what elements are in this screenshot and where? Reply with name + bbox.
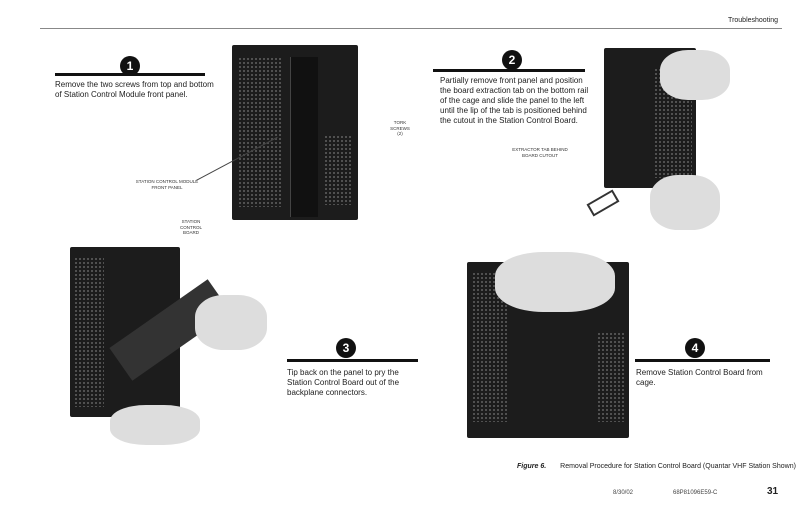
step-2-number: 2 bbox=[502, 50, 522, 70]
step-3-text: Tip back on the panel to pry the Station… bbox=[287, 368, 400, 397]
step-1-text: Remove the two screws from top and botto… bbox=[55, 80, 214, 99]
hand-image bbox=[195, 295, 267, 350]
arrow-icon bbox=[586, 189, 620, 217]
step-1-rule bbox=[55, 73, 205, 76]
step-4-number: 4 bbox=[685, 338, 705, 358]
step-3-number: 3 bbox=[336, 338, 356, 358]
step-2-text: Partially remove front panel and positio… bbox=[440, 76, 589, 125]
header-rule bbox=[40, 28, 782, 29]
station-board-callout: STATION CONTROL BOARD bbox=[179, 219, 202, 235]
hand-image bbox=[110, 405, 200, 445]
tork-screws-callout: TORK SCREWS (2) bbox=[390, 120, 410, 136]
footer-doc-number: 68P81096E59-C bbox=[673, 490, 718, 496]
hand-image bbox=[660, 50, 730, 100]
figure-caption-text: Removal Procedure for Station Control Bo… bbox=[560, 463, 796, 470]
station-module-photo bbox=[232, 45, 358, 220]
footer-date: 8/30/02 bbox=[613, 490, 634, 496]
hand-image bbox=[650, 175, 720, 230]
step-1-number: 1 bbox=[120, 56, 140, 76]
figure-caption: Figure 6. Removal Procedure for Station … bbox=[517, 463, 796, 470]
step-2-rule bbox=[433, 69, 585, 72]
front-panel-callout: STATION CONTROL MODULE FRONT PANEL bbox=[135, 179, 199, 190]
figure-label: Figure 6. bbox=[517, 463, 547, 470]
hand-image bbox=[495, 252, 615, 312]
page-number: 31 bbox=[767, 486, 779, 497]
step-3-rule bbox=[287, 359, 418, 362]
section-header: Troubleshooting bbox=[728, 17, 778, 24]
step-4-rule bbox=[635, 359, 770, 362]
extractor-tab-callout: EXTRACTOR TAB BEHIND BOARD CUTOUT bbox=[512, 147, 568, 158]
step-4-text: Remove Station Control Board from cage. bbox=[636, 368, 763, 387]
board-tip-photo bbox=[70, 247, 180, 417]
